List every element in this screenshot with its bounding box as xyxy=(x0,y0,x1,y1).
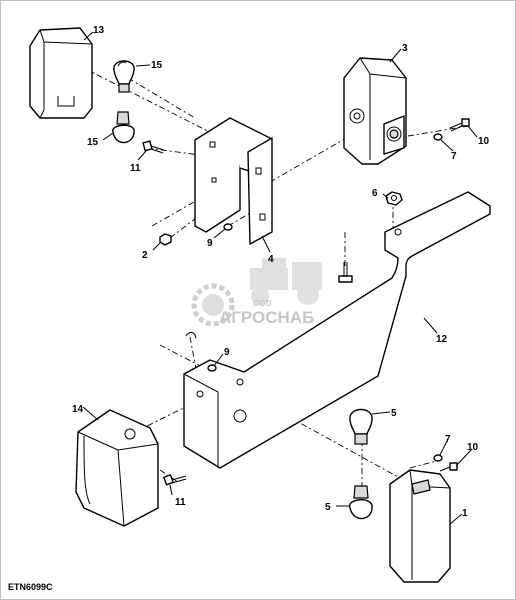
callout-10: 10 xyxy=(467,442,479,453)
screw-11-upper xyxy=(142,140,165,154)
callout-7: 7 xyxy=(445,434,451,445)
callout-9: 9 xyxy=(207,238,213,249)
washer-9-upper xyxy=(223,223,233,231)
lamp-housing-1 xyxy=(389,469,451,583)
support-bracket-12 xyxy=(183,191,491,469)
washer-7-lower xyxy=(433,454,443,462)
callout-9: 9 xyxy=(224,347,230,358)
callout-2: 2 xyxy=(142,250,148,261)
screw-10-upper xyxy=(449,118,470,132)
washer-9-lower xyxy=(207,364,217,372)
callout-15: 15 xyxy=(87,137,99,148)
watermark-gear-icon xyxy=(191,283,235,327)
bolt-center xyxy=(338,262,353,283)
screw-11-lower xyxy=(163,474,187,486)
washer-7-upper xyxy=(433,133,443,141)
leader-lines xyxy=(82,31,478,525)
watermark: ООО АГРОСНАБ xyxy=(191,258,322,327)
callout-10: 10 xyxy=(478,136,490,147)
callout-11: 11 xyxy=(175,497,186,508)
callout-labels: 13 15 15 11 3 10 7 6 2 9 4 12 9 5 14 7 1… xyxy=(72,25,490,519)
nut-6 xyxy=(385,191,403,206)
watermark-brand-text: АГРОСНАБ xyxy=(219,308,314,327)
mounting-bracket-4 xyxy=(194,117,273,245)
callout-6: 6 xyxy=(372,188,378,199)
bulb-15-lower xyxy=(112,111,135,144)
lamp-housing-13 xyxy=(29,27,93,119)
diagram-code: ETN6099C xyxy=(8,582,53,592)
watermark-tractor-icon xyxy=(250,258,322,305)
callout-11: 11 xyxy=(130,163,141,174)
callout-15: 15 xyxy=(151,60,163,71)
bulb-5-lower xyxy=(349,485,373,520)
bulb-15-upper xyxy=(113,60,135,93)
nut-2 xyxy=(159,233,172,246)
callout-4: 4 xyxy=(268,254,274,265)
lamp-housing-14 xyxy=(75,409,159,527)
callout-3: 3 xyxy=(402,43,408,54)
callout-7: 7 xyxy=(451,151,457,162)
callout-13: 13 xyxy=(93,25,105,36)
lamp-housing-3 xyxy=(343,57,407,165)
bulb-5-upper xyxy=(349,408,373,445)
callout-1: 1 xyxy=(462,508,468,519)
watermark-small-text: ООО xyxy=(253,299,272,308)
callout-5: 5 xyxy=(325,502,331,513)
callout-14: 14 xyxy=(72,404,84,415)
callout-5: 5 xyxy=(391,408,397,419)
screw-10-lower xyxy=(439,462,458,472)
callout-12: 12 xyxy=(436,334,448,345)
